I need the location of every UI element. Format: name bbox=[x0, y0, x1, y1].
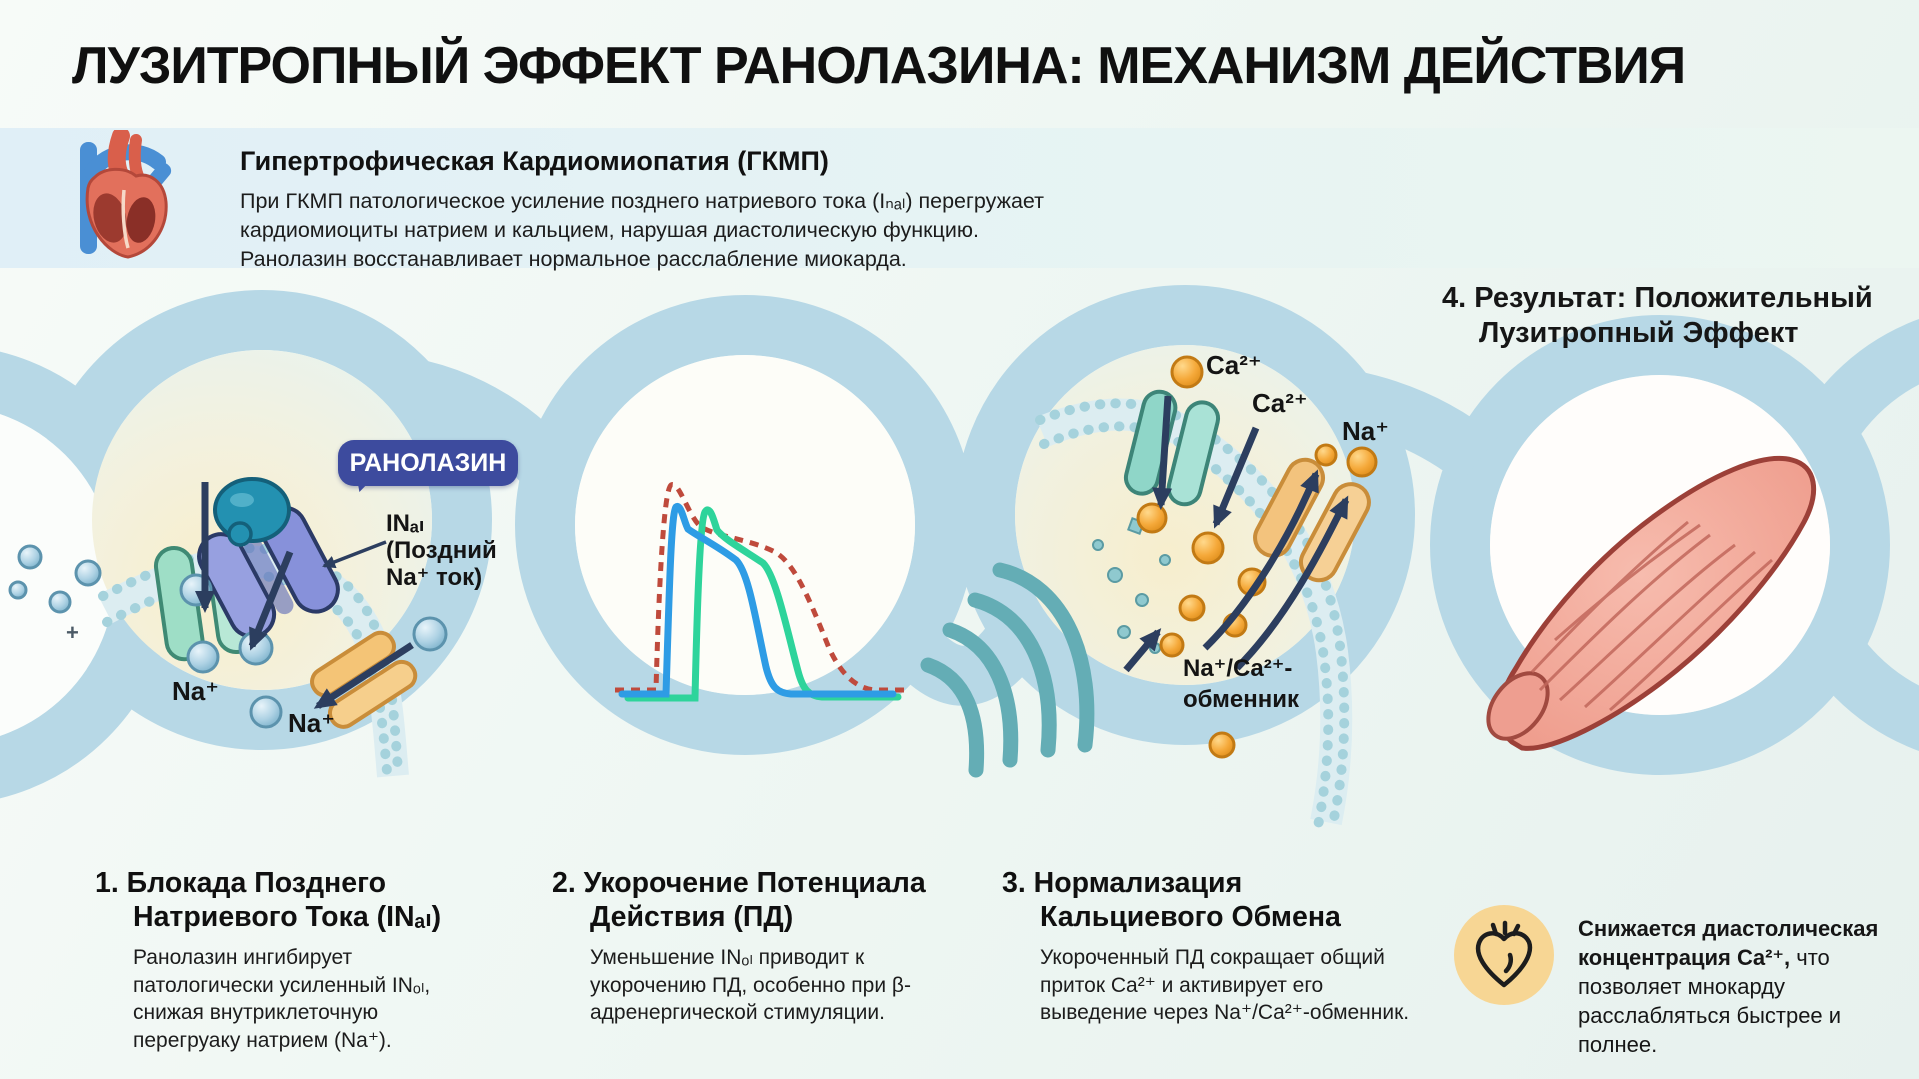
header-line-1: При ГКМП патологическое усиление позднег… bbox=[240, 189, 1044, 213]
header-heading: Гипертрофическая Кардиомиопатия (ГКМП) bbox=[240, 146, 829, 176]
ca-ions bbox=[1136, 355, 1378, 759]
result-note-rest: что позволяет мнокарду расслабляться быс… bbox=[1578, 945, 1842, 1057]
step-1-body: Ранолазин ингибирует патологически усиле… bbox=[133, 946, 431, 1052]
ranolazine-molecule bbox=[213, 477, 291, 547]
ca-ion-label: Ca²⁺ bbox=[1206, 350, 1262, 380]
result-title-line-1: 4. Результат: Положительный bbox=[1442, 282, 1873, 314]
mechanism-diagram bbox=[0, 285, 1919, 831]
header-line-2: кардиомиоциты натрием и кальцием, наруша… bbox=[240, 218, 979, 242]
ion-flow-arrows-1 bbox=[195, 482, 414, 709]
step-1-heading: 1. Блокада Позднего Натриевого Тока (INₐ… bbox=[95, 867, 442, 933]
panel-4-relaxed-myocyte bbox=[1486, 456, 1817, 751]
panel-1-late-sodium-blockade bbox=[8, 477, 448, 787]
sarcoplasmic-reticulum bbox=[920, 562, 1095, 778]
result-title-line-2: Лузитропный Эффект bbox=[1479, 317, 1799, 349]
step-2-heading: 2. Укорочение Потенциала Действия (ПД) bbox=[552, 867, 926, 933]
na-ion-label: Na⁺ bbox=[288, 708, 335, 738]
na-ca-exchanger-label: Na⁺/Ca²⁺- обменник bbox=[1183, 655, 1300, 713]
header-line-3: Ранолазин восстанавливает нормальное рас… bbox=[240, 247, 907, 271]
heart-body bbox=[85, 167, 168, 259]
result-heart-badge bbox=[1454, 905, 1554, 1005]
panel-2-action-potential-chart bbox=[615, 482, 905, 702]
muscle-striations bbox=[1530, 520, 1773, 712]
header-text-block: Гипертрофическая Кардиомиопатия (ГКМП) П… bbox=[240, 146, 1640, 274]
result-note: Снижается диастолическая концентрация Ca… bbox=[1578, 914, 1914, 1059]
na-ion-label: Na⁺ bbox=[172, 676, 219, 706]
ap-curve-blue bbox=[618, 503, 897, 698]
header-band bbox=[0, 128, 1919, 268]
step-2-body: Уменьшение INₒₗ приводит к укорочению ПД… bbox=[590, 946, 911, 1024]
panel-3-calcium-normalization bbox=[920, 355, 1378, 831]
muscle-fiber-end-cap bbox=[1486, 671, 1550, 741]
panel-2-circle bbox=[575, 355, 915, 695]
ap-curve-green bbox=[624, 506, 902, 702]
ranolazine-label-bubble: РАНОЛАЗИН bbox=[338, 440, 518, 486]
heart-outline-icon bbox=[1475, 920, 1533, 988]
result-note-bold: Снижается диастолическая концентрация Ca… bbox=[1578, 916, 1879, 970]
ion-flow-arrows-3 bbox=[1123, 395, 1350, 673]
result-title: 4. Результат: Положительный Лузитропный … bbox=[1442, 281, 1873, 351]
plus-sign-label: + bbox=[66, 620, 79, 645]
page-title: ЛУЗИТРОПНЫЙ ЭФФЕКТ РАНОЛАЗИНА: МЕХАНИЗМ … bbox=[72, 37, 1686, 95]
heart-illustration bbox=[80, 130, 172, 259]
na-ion-label: Na⁺ bbox=[1342, 416, 1389, 446]
inal-channel-label: INₐₗ (Поздний Na⁺ ток) bbox=[386, 510, 497, 591]
step-3-heading: 3. Нормализация Кальциевого Обмена bbox=[1002, 867, 1341, 933]
muscle-fiber bbox=[1497, 456, 1817, 751]
ranolazine-label: РАНОЛАЗИН bbox=[349, 448, 507, 477]
ca-ion-label: Ca²⁺ bbox=[1252, 388, 1308, 418]
badge-circle bbox=[1454, 905, 1554, 1005]
step-3-body: Укороченный ПД сокращает общий приток Ca… bbox=[1040, 946, 1410, 1024]
